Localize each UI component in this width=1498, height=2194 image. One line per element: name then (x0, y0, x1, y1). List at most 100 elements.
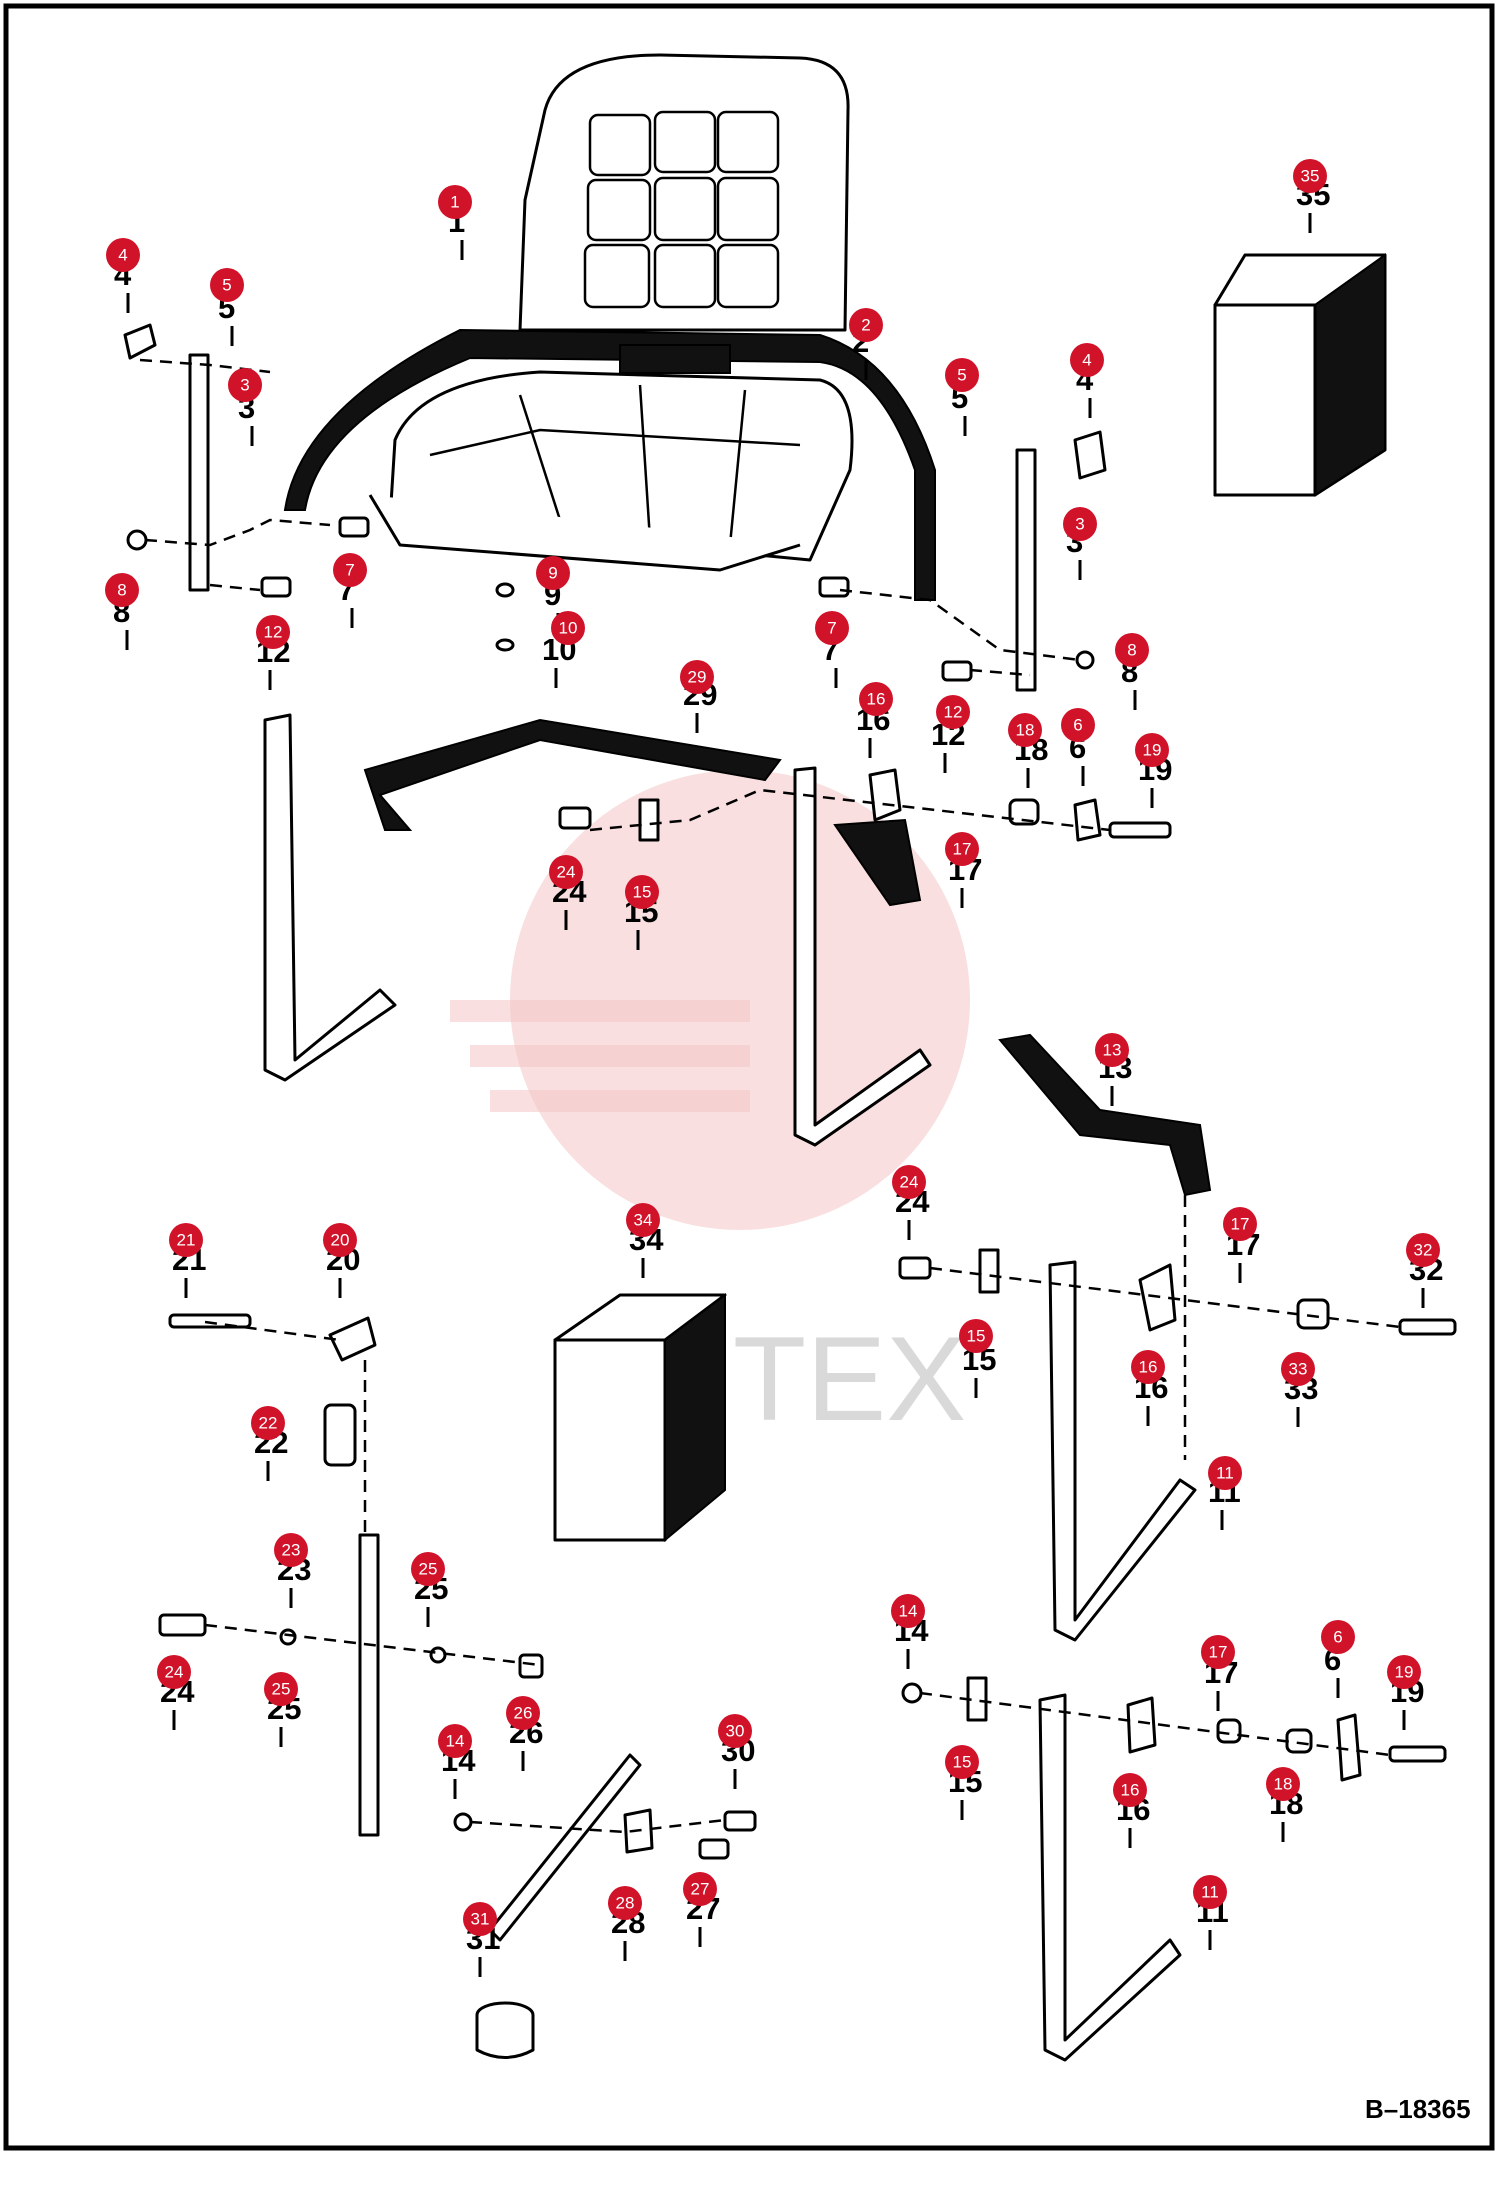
badge-number: 3 (240, 376, 249, 395)
part-badge[interactable]: 18 (1008, 713, 1042, 747)
part-badge[interactable]: 11 (1193, 1875, 1227, 1909)
badge-number: 9 (548, 564, 557, 583)
part-badge[interactable]: 17 (1223, 1207, 1257, 1241)
part-badge[interactable]: 23 (274, 1533, 308, 1567)
part-badge[interactable]: 17 (1201, 1635, 1235, 1669)
part-badge[interactable]: 24 (549, 855, 583, 889)
part-badge[interactable]: 11 (1208, 1456, 1242, 1490)
part-badge[interactable]: 16 (1113, 1773, 1147, 1807)
callout-6: 66 (1061, 708, 1095, 786)
part-badge[interactable]: 25 (264, 1672, 298, 1706)
part-badge[interactable]: 28 (608, 1886, 642, 1920)
part-badge[interactable]: 17 (945, 832, 979, 866)
part-badge[interactable]: 13 (1095, 1033, 1129, 1067)
part-badge[interactable]: 3 (1063, 507, 1097, 541)
part-badge[interactable]: 14 (891, 1594, 925, 1628)
badge-number: 20 (331, 1231, 350, 1250)
badge-number: 17 (953, 840, 972, 859)
part-badge[interactable]: 5 (210, 268, 244, 302)
part-badge[interactable]: 6 (1321, 1620, 1355, 1654)
part-badge[interactable]: 12 (256, 615, 290, 649)
drawing-frame (3, 3, 1495, 2151)
part-badge[interactable]: 16 (859, 682, 893, 716)
part-badge[interactable]: 18 (1266, 1767, 1300, 1801)
part-badge[interactable]: 6 (1061, 708, 1095, 742)
part-badge[interactable]: 20 (323, 1223, 357, 1257)
part-badge[interactable]: 19 (1135, 733, 1169, 767)
badge-number: 31 (471, 1910, 490, 1929)
part-badge[interactable]: 25 (411, 1552, 445, 1586)
badge-number: 5 (957, 366, 966, 385)
badge-number: 16 (1139, 1358, 1158, 1377)
part-badge[interactable]: 15 (959, 1319, 993, 1353)
part-badge[interactable]: 8 (1115, 633, 1149, 667)
callout-4: 44 (1070, 343, 1104, 418)
badge-number: 24 (900, 1173, 919, 1192)
part-badge[interactable]: 22 (251, 1406, 285, 1440)
battery-35 (1213, 253, 1387, 497)
part-badge[interactable]: 8 (105, 573, 139, 607)
part-badge[interactable]: 2 (849, 308, 883, 342)
part-badge[interactable]: 32 (1406, 1233, 1440, 1267)
badge-number: 27 (691, 1880, 710, 1899)
part-badge[interactable]: 4 (1070, 343, 1104, 377)
part-badge[interactable]: 29 (680, 660, 714, 694)
drawing-ref: B–18365 (1365, 2094, 1471, 2124)
part-badge[interactable]: 27 (683, 1872, 717, 1906)
part-badge[interactable]: 15 (625, 875, 659, 909)
badge-number: 11 (1216, 1464, 1234, 1483)
badge-number: 5 (222, 276, 231, 295)
part-badge[interactable]: 7 (333, 553, 367, 587)
part-badge[interactable]: 10 (551, 611, 585, 645)
badge-number: 6 (1333, 1628, 1342, 1647)
part-badge[interactable]: 33 (1281, 1352, 1315, 1386)
badge-number: 7 (345, 561, 354, 580)
part-badge[interactable]: 24 (157, 1655, 191, 1689)
part-badge[interactable]: 5 (945, 358, 979, 392)
part-badge[interactable]: 24 (892, 1165, 926, 1199)
part-badge[interactable]: 16 (1131, 1350, 1165, 1384)
part-badge[interactable]: 31 (463, 1902, 497, 1936)
part-badge[interactable]: 15 (945, 1745, 979, 1779)
part-badge[interactable]: 1 (438, 185, 472, 219)
badge-number: 12 (944, 703, 963, 722)
part-badge[interactable]: 14 (438, 1724, 472, 1758)
callout-2: 22 (849, 308, 883, 380)
mounting-straps (188, 353, 1037, 1942)
badge-number: 1 (450, 193, 459, 212)
part-badge[interactable]: 34 (626, 1203, 660, 1237)
part-badge[interactable]: 30 (718, 1714, 752, 1748)
part-badge[interactable]: 3 (228, 368, 262, 402)
badge-number: 17 (1231, 1215, 1250, 1234)
badge-number: 21 (177, 1231, 196, 1250)
badge-number: 22 (259, 1414, 278, 1433)
part-badge[interactable]: 19 (1387, 1655, 1421, 1689)
part-badge[interactable]: 12 (936, 695, 970, 729)
part-badge[interactable]: 9 (536, 556, 570, 590)
part-badge[interactable]: 26 (506, 1696, 540, 1730)
part-badge[interactable]: 4 (106, 238, 140, 272)
part-badge[interactable]: 21 (169, 1223, 203, 1257)
part-badge[interactable]: 7 (815, 611, 849, 645)
part-badge[interactable]: 35 (1293, 159, 1327, 193)
badge-number: 29 (688, 668, 707, 687)
badge-number: 15 (633, 883, 652, 902)
